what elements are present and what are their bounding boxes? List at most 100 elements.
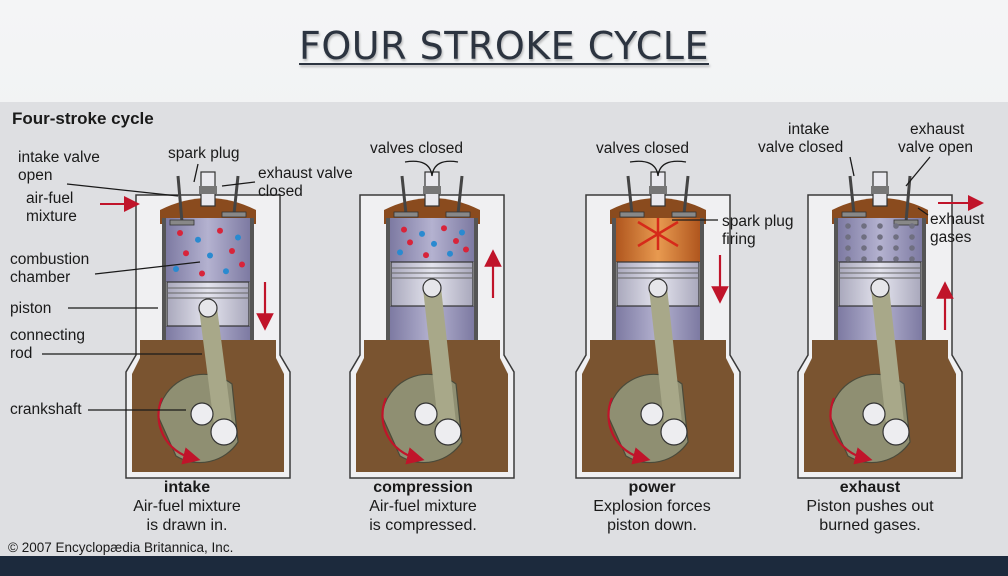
svg-text:gases: gases bbox=[930, 229, 972, 246]
label-connecting-1: connecting bbox=[10, 327, 85, 344]
fuel-particle bbox=[463, 246, 469, 253]
intake-valve-stem bbox=[176, 175, 184, 223]
svg-text:valve closed: valve closed bbox=[758, 139, 843, 156]
cylinder-head bbox=[610, 198, 706, 224]
svg-text:intake: intake bbox=[788, 121, 829, 138]
crank-main-journal bbox=[414, 402, 438, 426]
svg-text:closed: closed bbox=[258, 183, 303, 200]
label-exhaust-valve-1: exhaust valve bbox=[258, 165, 353, 182]
cylinder-head bbox=[384, 198, 480, 224]
svg-text:exhaust valve: exhaust valve bbox=[258, 165, 353, 182]
stroke-caption-compression: Air-fuel mixture bbox=[369, 498, 477, 515]
stroke-caption-exhaust: burned gases. bbox=[819, 517, 920, 534]
exhaust-valve-stem bbox=[232, 175, 240, 215]
stroke-caption-intake: Air-fuel mixture bbox=[133, 498, 241, 515]
label-crankshaft: crankshaft bbox=[10, 401, 82, 418]
exhaust-valve-head bbox=[671, 211, 697, 218]
exhaust-particle bbox=[845, 256, 851, 262]
label-power-valves-closed: valves closed bbox=[596, 140, 689, 157]
svg-text:air-fuel: air-fuel bbox=[26, 190, 73, 207]
fuel-particle bbox=[235, 234, 241, 241]
connecting-rod bbox=[871, 279, 905, 441]
label-spark-firing-1: spark plug bbox=[722, 213, 794, 230]
engine-power bbox=[575, 171, 741, 479]
exhaust-particle bbox=[861, 223, 867, 229]
cylinder-wall-right bbox=[700, 218, 704, 340]
fuel-particle bbox=[453, 238, 459, 244]
svg-text:open: open bbox=[18, 167, 52, 184]
intake-valve-head bbox=[169, 219, 195, 226]
label-intake-valve-open-2: open bbox=[18, 167, 52, 184]
stroke-name-exhaust: exhaust bbox=[840, 479, 901, 496]
stroke-caption-compression: is compressed. bbox=[369, 517, 477, 534]
fuel-particle bbox=[199, 270, 205, 277]
fuel-particle bbox=[183, 250, 189, 257]
stroke-name-intake: intake bbox=[164, 479, 210, 496]
wrist-pin bbox=[422, 278, 442, 298]
label-exhaust-gases-1: exhaust bbox=[930, 211, 985, 228]
label-spark-plug: spark plug bbox=[168, 145, 240, 162]
crank-rotation-arrow bbox=[829, 397, 873, 465]
label-combustion-2: chamber bbox=[10, 269, 70, 286]
label-air-fuel-1: air-fuel bbox=[26, 190, 73, 207]
cylinder-wall-left bbox=[834, 218, 838, 340]
stroke-caption-power: Explosion forces bbox=[593, 498, 710, 515]
cylinder-wall-left bbox=[386, 218, 390, 340]
exhaust-valve-stem bbox=[682, 175, 690, 215]
label-intake-closed-2: valve closed bbox=[758, 139, 843, 156]
crank-main-journal bbox=[640, 402, 664, 426]
slide-title: FOUR STROKE CYCLE bbox=[299, 24, 709, 68]
fuel-particle bbox=[447, 250, 453, 257]
intake-valve-stem bbox=[400, 175, 408, 215]
exhaust-valve-head bbox=[445, 211, 471, 218]
stroke-caption-power: piston down. bbox=[607, 517, 697, 534]
engine-exhaust bbox=[797, 171, 963, 479]
copyright: © 2007 Encyclopædia Britannica, Inc. bbox=[8, 540, 233, 555]
exhaust-particle bbox=[845, 245, 851, 251]
fuel-particle bbox=[419, 230, 425, 237]
exhaust-particle bbox=[845, 234, 851, 240]
label-intake-valve-open-1: intake valve bbox=[18, 149, 100, 166]
fuel-particle bbox=[239, 261, 245, 268]
engine-intake bbox=[125, 171, 291, 479]
exhaust-particle bbox=[893, 223, 899, 229]
exhaust-particle bbox=[861, 234, 867, 240]
exhaust-particle bbox=[877, 223, 883, 229]
fuel-particle bbox=[459, 229, 465, 236]
bottom-bar bbox=[0, 556, 1008, 576]
connecting-rod bbox=[423, 279, 457, 441]
svg-text:connecting: connecting bbox=[10, 327, 85, 344]
fuel-particle bbox=[423, 252, 429, 259]
svg-text:spark plug: spark plug bbox=[722, 213, 794, 230]
svg-text:firing: firing bbox=[722, 231, 756, 248]
cylinder-wall-right bbox=[250, 218, 254, 340]
intake-valve-head bbox=[619, 211, 645, 218]
intake-valve-head bbox=[841, 211, 867, 218]
svg-text:mixture: mixture bbox=[26, 208, 77, 225]
svg-text:rod: rod bbox=[10, 345, 32, 362]
fuel-particle bbox=[207, 252, 213, 259]
spark-plug-hex bbox=[871, 186, 889, 194]
label-piston: piston bbox=[10, 300, 51, 317]
exhaust-particle bbox=[893, 256, 899, 262]
fuel-particle bbox=[173, 266, 179, 272]
cylinder-head bbox=[832, 198, 928, 224]
svg-text:combustion: combustion bbox=[10, 251, 89, 268]
fuel-particle bbox=[407, 239, 413, 246]
engine-compression bbox=[349, 171, 515, 479]
exhaust-particle bbox=[893, 245, 899, 251]
label-air-fuel-2: mixture bbox=[26, 208, 77, 225]
fuel-particle bbox=[223, 268, 229, 275]
label-exhaust-open-1: exhaust bbox=[910, 121, 965, 138]
label-spark-firing-2: firing bbox=[722, 231, 756, 248]
exhaust-valve-head bbox=[221, 211, 247, 218]
fuel-particle bbox=[195, 236, 201, 243]
wrist-pin bbox=[648, 278, 668, 298]
cylinder-chamber bbox=[390, 218, 474, 262]
svg-text:chamber: chamber bbox=[10, 269, 70, 286]
label-connecting-2: rod bbox=[10, 345, 32, 362]
cylinder-chamber bbox=[166, 218, 250, 282]
exhaust-particle bbox=[861, 256, 867, 262]
svg-text:exhaust: exhaust bbox=[910, 121, 965, 138]
stroke-name-compression: compression bbox=[373, 479, 473, 496]
